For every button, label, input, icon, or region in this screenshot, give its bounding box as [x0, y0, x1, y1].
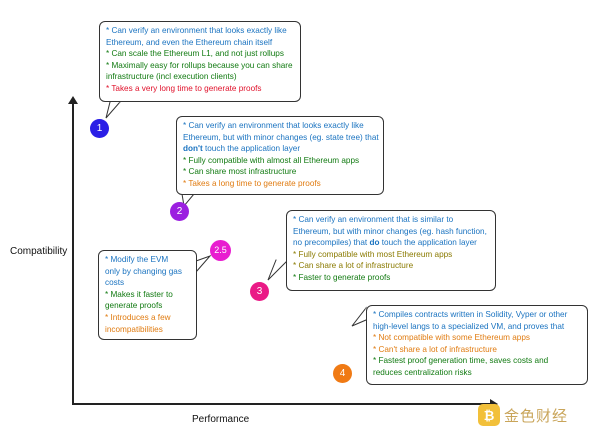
type3-line-5: * Can share a lot of infrastructure	[293, 261, 414, 271]
type4-line-2: high-level langs to a specialized VM, an…	[373, 321, 565, 331]
type2-line-4: * Fully compatible with almost all Ether…	[183, 155, 360, 165]
callout-type25: * Modify the EVM only by changing gas co…	[98, 250, 197, 340]
tail-type4	[351, 306, 367, 327]
type4-line-6: reduces centralization risks	[373, 367, 472, 377]
node-type3: 3	[250, 282, 269, 301]
type4-line-4: * Can't share a lot of infrastructure	[373, 344, 497, 354]
tail-type1	[105, 101, 122, 119]
type2-line-3: don't touch the application layer	[183, 143, 377, 155]
type25-line-6: * Introduces a few	[105, 312, 171, 322]
type2-line-6: * Takes a long time to generate proofs	[183, 178, 321, 188]
type25-line-2: only by changing gas	[105, 266, 182, 276]
callout-type2: * Can verify an environment that looks e…	[176, 116, 384, 195]
type4-line-1: * Compiles contracts written in Solidity…	[373, 310, 568, 319]
node-type4: 4	[333, 364, 352, 383]
type2-line-1: * Can verify an environment that looks e…	[183, 121, 364, 130]
type3-line-3-pre: no precompiles) that	[293, 238, 370, 248]
watermark-text: 金色财经	[504, 406, 569, 425]
type25-line-5: generate proofs	[105, 301, 163, 311]
jinse-logo-icon: ₿	[478, 404, 500, 426]
type4-line-5: * Fastest proof generation time, saves c…	[373, 356, 549, 366]
type4-line-3: * Not compatible with some Ethereum apps	[373, 333, 531, 343]
node-type25: 2.5	[210, 240, 231, 261]
type2-emphasis: don't	[183, 144, 203, 154]
x-axis-line	[72, 403, 492, 405]
callout-type3: * Can verify an environment that is simi…	[286, 210, 496, 291]
type1-line-6: * Takes a very long time to generate pro…	[106, 83, 262, 93]
node-type2: 2	[170, 202, 189, 221]
type1-line-4: * Maximally easy for rollups because you…	[106, 60, 293, 70]
y-axis-line	[72, 102, 74, 404]
callout-type1: * Can verify an environment that looks e…	[99, 21, 301, 102]
y-axis-arrowhead	[68, 96, 78, 104]
type2-line-3-rest: touch the application layer	[202, 144, 301, 154]
type1-line-1: * Can verify an environment that looks e…	[106, 26, 287, 35]
node-type1: 1	[90, 119, 109, 138]
type3-line-6: * Faster to generate proofs	[293, 272, 391, 282]
type1-line-5: infrastructure (incl execution clients)	[106, 72, 237, 82]
type3-line-3: no precompiles) that do touch the applic…	[293, 237, 489, 249]
type3-line-2: Ethereum, but with minor changes (eg. ha…	[293, 226, 487, 236]
type2-line-5: * Can share most infrastructure	[183, 167, 297, 177]
callout-type4: * Compiles contracts written in Solidity…	[366, 305, 588, 385]
type1-line-3: * Can scale the Ethereum L1, and not jus…	[106, 49, 284, 59]
type25-line-3: costs	[105, 278, 125, 288]
type25-line-1: * Modify the EVM	[105, 255, 169, 264]
type25-line-7: incompatibilities	[105, 324, 163, 334]
x-axis-label: Performance	[192, 414, 250, 425]
tail-type25	[195, 254, 212, 274]
tail-type3	[267, 259, 290, 281]
type3-emphasis: do	[369, 238, 380, 248]
watermark: ₿ 金色财经	[478, 404, 568, 426]
type25-line-4: * Makes it faster to	[105, 289, 173, 299]
y-axis-label: Compatibility	[10, 246, 68, 257]
type3-line-1: * Can verify an environment that is simi…	[293, 215, 454, 224]
type3-line-4: * Fully compatible with most Ethereum ap…	[293, 249, 453, 259]
type3-line-3-rest: touch the application layer	[379, 238, 477, 248]
type1-line-2: Ethereum, and even the Ethereum chain it…	[106, 37, 273, 47]
type2-line-2: Ethereum, but with minor changes (eg. st…	[183, 132, 379, 142]
